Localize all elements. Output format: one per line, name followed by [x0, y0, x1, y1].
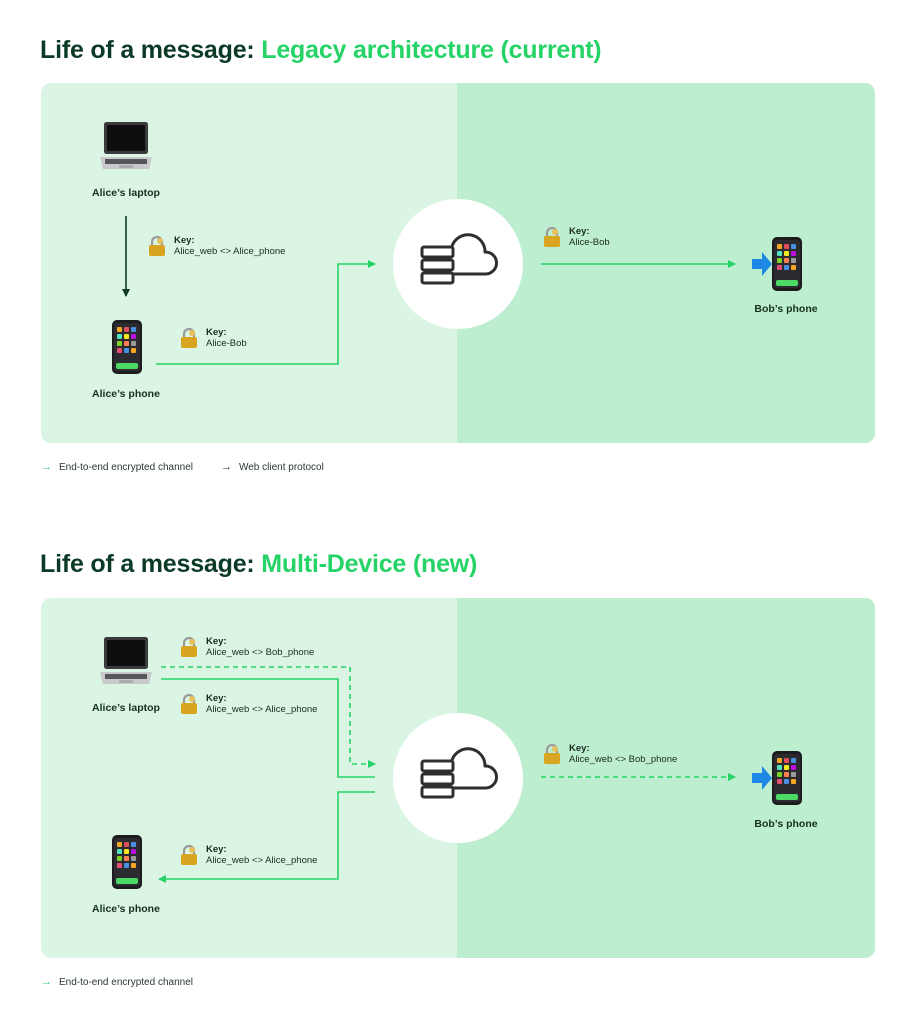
- legend-label: Web client protocol: [238, 461, 324, 473]
- green-arrow-icon: →: [41, 976, 52, 988]
- section1-title: Life of a message: Legacy architecture (…: [40, 36, 602, 65]
- key-alice-bob-phone: Key: Alice-Bob: [178, 327, 247, 349]
- phone-icon: [112, 320, 142, 374]
- lock-key-icon: [149, 235, 165, 256]
- bob-phone-icon: [752, 751, 802, 805]
- key-web-bob-phone-server: Key: Alice_web <> Bob_phone: [541, 743, 677, 765]
- key-web-alice-phone-upper: Key: Alice_web <> Alice_phone: [178, 693, 317, 715]
- bob-phone-label: Bob’s phone: [754, 303, 818, 315]
- key-web-bob-phone: Key: Alice_web <> Bob_phone: [178, 636, 314, 658]
- multidevice-diagram-panel: Alice’s laptop Alice’s phone Bob’s phone: [41, 598, 875, 958]
- legend-label: End-to-end encrypted channel: [59, 461, 193, 473]
- server-side-region: [457, 598, 875, 958]
- key-value: Alice-Bob: [569, 237, 610, 248]
- server-cloud-icon: [420, 747, 498, 799]
- laptop-icon: [100, 122, 152, 169]
- key-title: Key:: [206, 327, 227, 338]
- alice-laptop-label: Alice’s laptop: [92, 702, 160, 714]
- server-node: [393, 713, 523, 843]
- key-value: Alice_web <> Alice_phone: [174, 246, 286, 257]
- lock-key-icon: [181, 327, 197, 348]
- key-title: Key:: [206, 693, 227, 704]
- lock-key-icon: [544, 226, 560, 247]
- laptop-to-server-dashed-line: [161, 666, 376, 768]
- green-arrow-icon: →: [41, 461, 52, 473]
- key-title: Key:: [569, 226, 590, 237]
- legend-item-e2e: → End-to-end encrypted channel: [41, 461, 193, 473]
- key-value: Alice_web <> Bob_phone: [569, 754, 678, 765]
- section1-title-prefix: Life of a message:: [40, 36, 255, 64]
- key-alice-bob-server: Key: Alice-Bob: [541, 226, 610, 248]
- key-title: Key:: [174, 235, 195, 246]
- key-value: Alice_web <> Bob_phone: [206, 647, 315, 658]
- phone-icon: [112, 835, 142, 889]
- legend-item-e2e: → End-to-end encrypted channel: [41, 976, 193, 988]
- key-title: Key:: [206, 844, 227, 855]
- dark-arrow-icon: →: [220, 461, 232, 473]
- section2-title-prefix: Life of a message:: [40, 550, 255, 578]
- server-cloud-icon: [420, 233, 498, 285]
- key-web-alice-phone: Key: Alice_web <> Alice_phone: [146, 235, 285, 257]
- lock-key-icon: [181, 636, 197, 657]
- server-to-alice-phone-line: [158, 791, 375, 883]
- server-side-region: [457, 83, 875, 443]
- alice-phone-label: Alice’s phone: [92, 903, 160, 915]
- laptop-icon: [100, 637, 152, 684]
- laptop-to-server-solid-line: [161, 678, 375, 778]
- key-value: Alice-Bob: [206, 338, 247, 349]
- lock-key-icon: [181, 844, 197, 865]
- lock-key-icon: [181, 693, 197, 714]
- incoming-arrow-icon: [752, 766, 772, 790]
- key-title: Key:: [206, 636, 227, 647]
- key-title: Key:: [569, 743, 590, 754]
- lock-key-icon: [544, 743, 560, 764]
- alice-laptop-label: Alice’s laptop: [92, 187, 160, 199]
- multidevice-connection-lines: [158, 666, 736, 883]
- section2-title-highlight: Multi-Device (new): [261, 550, 478, 578]
- server-node: [393, 199, 523, 329]
- legacy-connection-lines: [122, 216, 736, 365]
- bob-phone-icon: [752, 237, 802, 291]
- alice-phone-label: Alice’s phone: [92, 388, 160, 400]
- key-web-alice-phone-lower: Key: Alice_web <> Alice_phone: [178, 844, 317, 866]
- key-value: Alice_web <> Alice_phone: [206, 855, 318, 866]
- alice-phone-to-server-line: [156, 260, 376, 365]
- legend-label: End-to-end encrypted channel: [59, 976, 193, 988]
- section2-title: Life of a message: Multi-Device (new): [40, 550, 477, 579]
- legend-item-web-client: → Web client protocol: [221, 461, 324, 473]
- multidevice-legend: → End-to-end encrypted channel: [41, 976, 193, 988]
- legacy-diagram-panel: Alice’s laptop Alice’s phone Bob’s phone: [41, 83, 875, 443]
- key-value: Alice_web <> Alice_phone: [206, 704, 318, 715]
- legacy-legend: → End-to-end encrypted channel → Web cli…: [41, 461, 324, 473]
- bob-phone-label: Bob’s phone: [754, 818, 818, 830]
- section1-title-highlight: Legacy architecture (current): [261, 36, 602, 64]
- incoming-arrow-icon: [752, 252, 772, 276]
